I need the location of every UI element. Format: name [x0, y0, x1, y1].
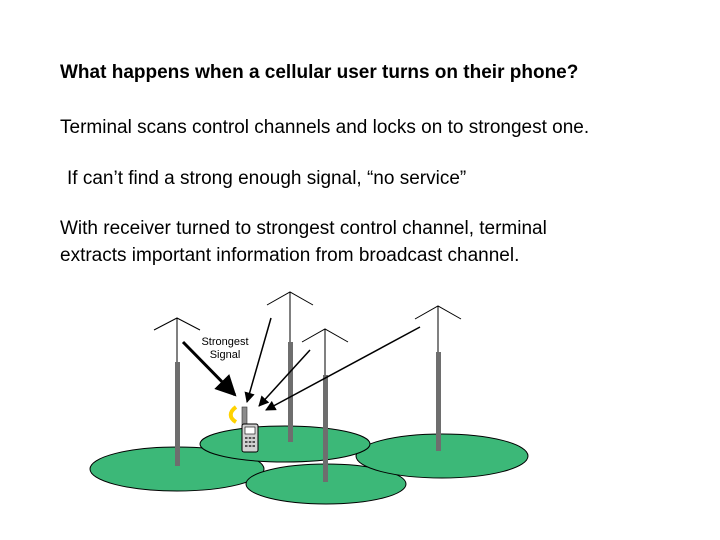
label-strongest: Strongest [201, 336, 248, 348]
cell-center [200, 426, 370, 462]
label-signal: Signal [210, 349, 241, 361]
ring-icon [231, 407, 236, 422]
cell-right [356, 434, 528, 478]
arrow-tower-c [259, 350, 310, 406]
tower-b [267, 292, 313, 442]
tower-d [415, 306, 461, 451]
arrow-tower-b [247, 318, 271, 402]
phone-icon [242, 407, 258, 452]
tower-a [154, 318, 200, 466]
